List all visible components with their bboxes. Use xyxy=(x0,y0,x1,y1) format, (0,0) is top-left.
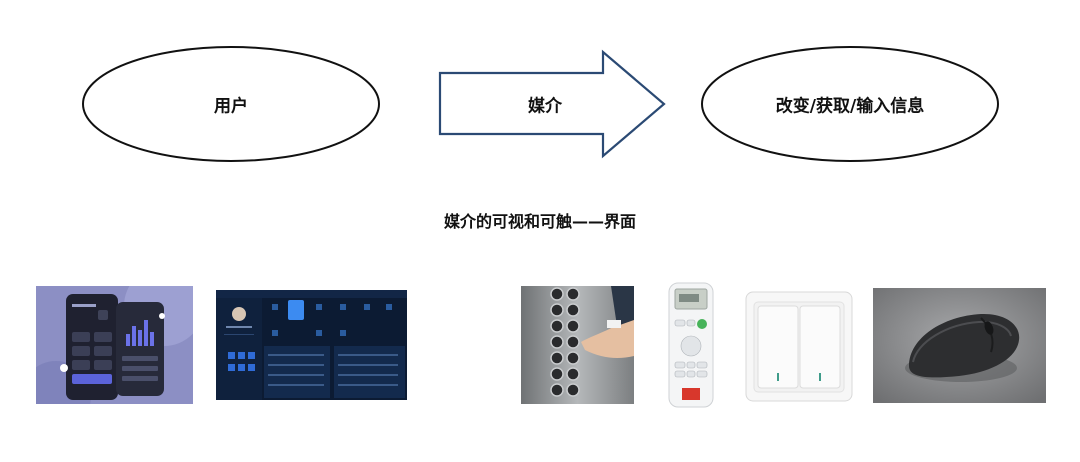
user-ellipse xyxy=(82,46,380,162)
elevator-buttons-image xyxy=(521,286,634,404)
computer-mouse-image xyxy=(873,288,1046,403)
user-label: 用户 xyxy=(214,96,248,117)
media-arrow xyxy=(438,49,666,159)
mobile-app-ui-image xyxy=(36,286,193,404)
media-label: 媒介 xyxy=(528,96,562,117)
dashboard-ui-image xyxy=(216,290,407,400)
result-label: 改变/获取/输入信息 xyxy=(775,96,925,117)
result-ellipse xyxy=(701,46,999,162)
diagram-caption: 媒介的可视和可触——界面 xyxy=(443,212,637,231)
light-switch-image xyxy=(745,291,853,402)
remote-control-image xyxy=(668,282,714,408)
flow-diagram xyxy=(82,46,999,162)
